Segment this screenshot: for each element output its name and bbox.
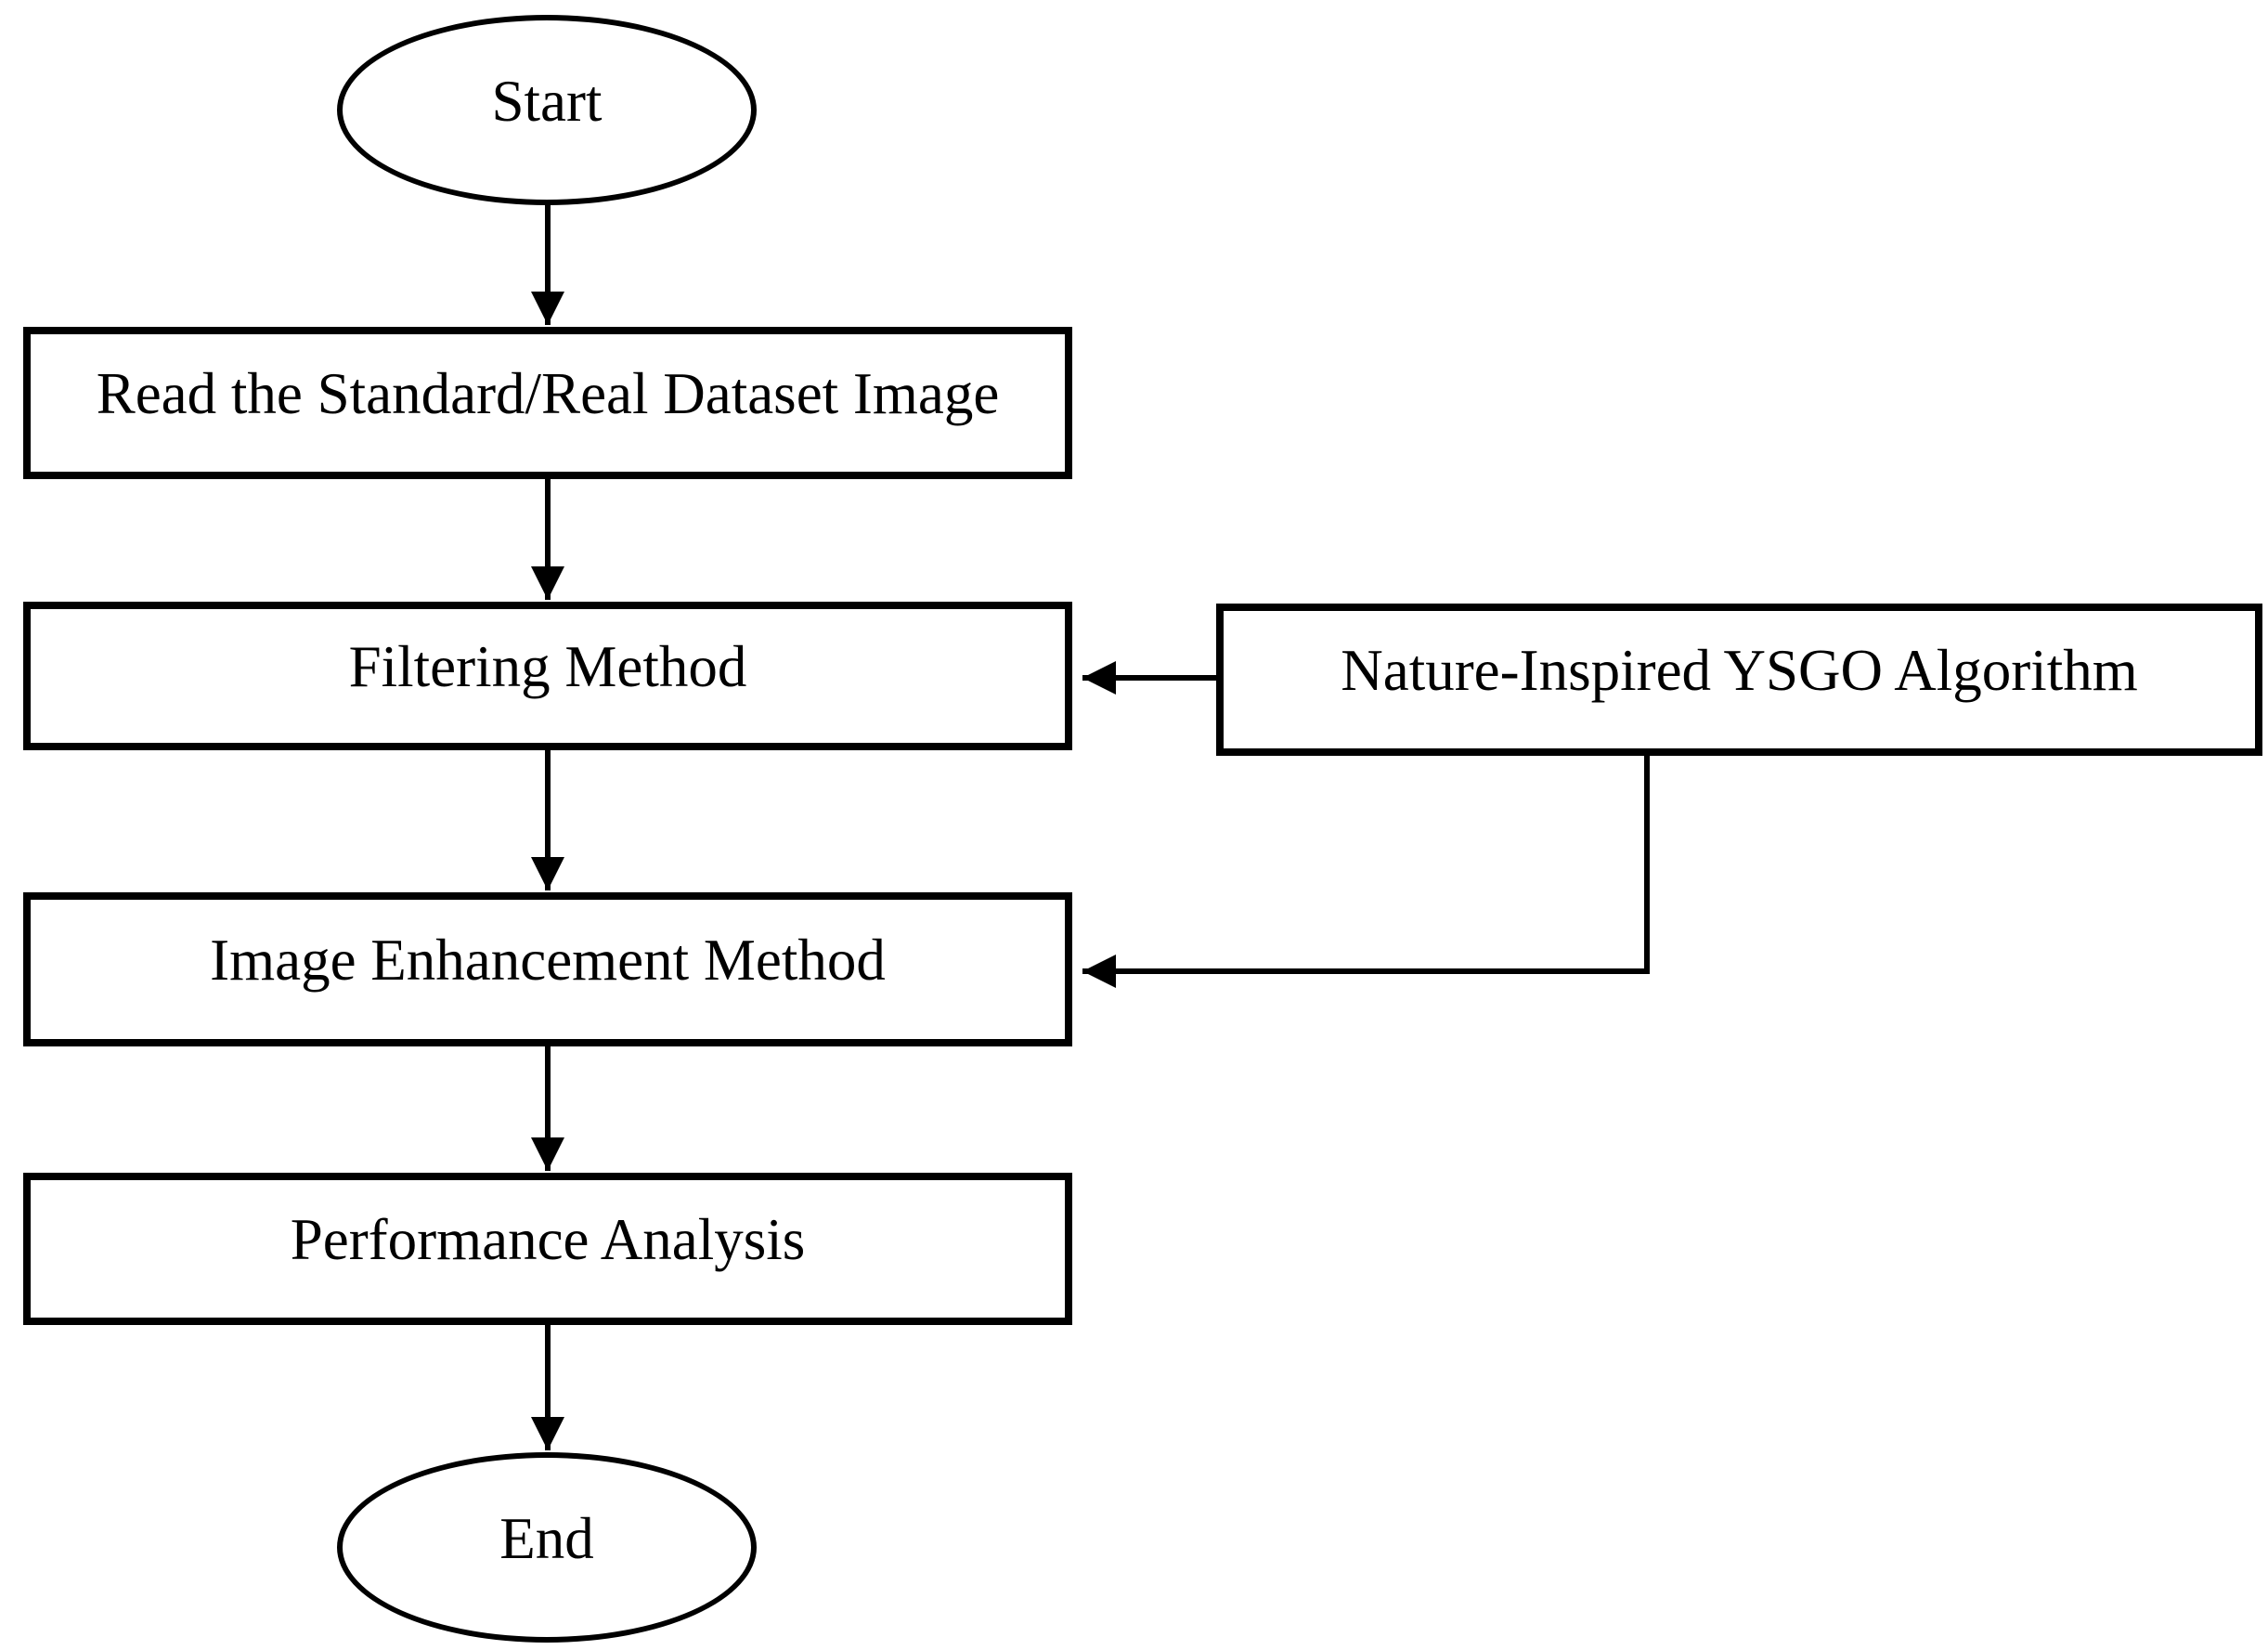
process-read-dataset-image: Read the Standard/Real Dataset Image bbox=[23, 327, 1072, 479]
process-performance-analysis: Performance Analysis bbox=[23, 1173, 1072, 1325]
arrow-ysgo-to-enhance bbox=[1082, 754, 1650, 988]
perf-label: Performance Analysis bbox=[290, 1207, 806, 1273]
start-terminator: Start bbox=[337, 15, 757, 205]
process-ysgo-algorithm: Nature-Inspired YSGO Algorithm bbox=[1216, 604, 2262, 756]
start-label: Start bbox=[491, 68, 603, 134]
end-label: End bbox=[499, 1505, 594, 1571]
end-terminator: End bbox=[337, 1452, 757, 1643]
enhance-label: Image Enhancement Method bbox=[210, 928, 886, 994]
ysgo-label: Nature-Inspired YSGO Algorithm bbox=[1341, 638, 2138, 704]
read-label: Read the Standard/Real Dataset Image bbox=[96, 361, 1000, 427]
filter-label: Filtering Method bbox=[348, 634, 747, 700]
process-image-enhancement: Image Enhancement Method bbox=[23, 892, 1072, 1046]
process-filtering-method: Filtering Method bbox=[23, 602, 1072, 750]
